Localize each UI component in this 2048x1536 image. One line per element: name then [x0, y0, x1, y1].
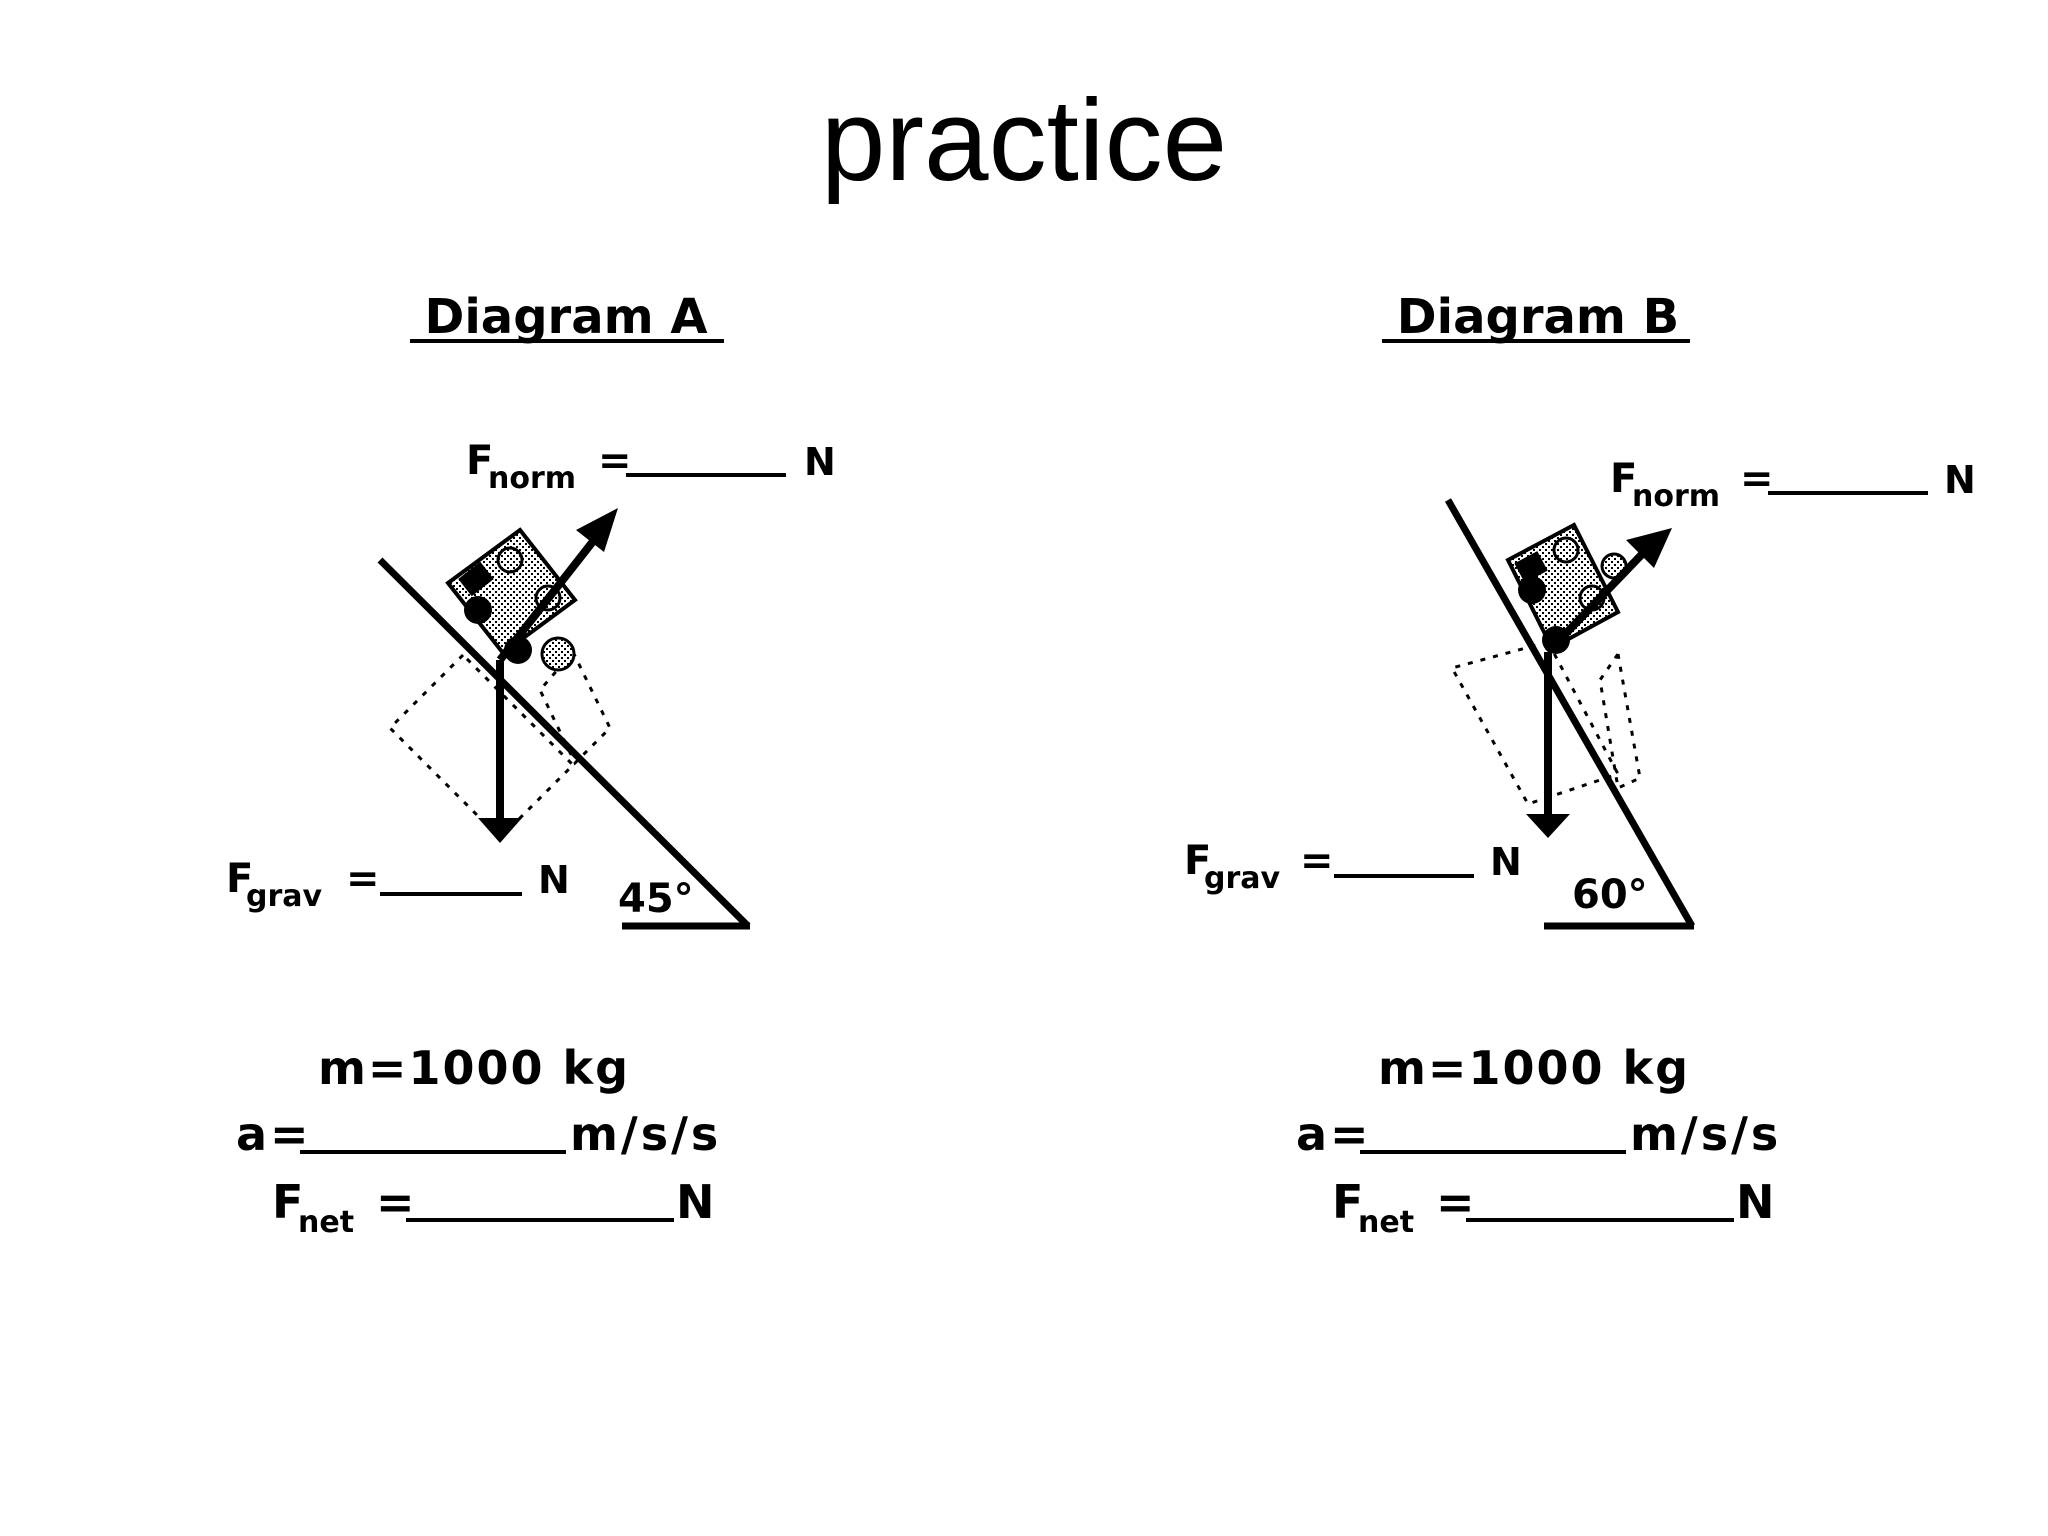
diagram-a-normal-arrow-shaft: [496, 532, 602, 663]
diagram-b-fnorm-f: F: [1610, 456, 1637, 502]
diagram-a-fnet-sub: net: [298, 1205, 354, 1240]
diagram-b-fgrav-unit: N: [1490, 840, 1522, 884]
diagram-b-fnet-sub: net: [1358, 1205, 1414, 1240]
diagram-a-fnorm-eq: =: [598, 438, 632, 484]
diagram-a-fnet-unit: N: [676, 1175, 718, 1229]
diagram-a-component-box-side: [538, 649, 612, 766]
diagram-a-fnorm-sub: norm: [488, 461, 576, 496]
diagram-b-accel-label: a=: [1296, 1107, 1372, 1161]
diagram-a-fgrav-eq: =: [346, 856, 380, 902]
diagram-a-accel-unit: m/s/s: [570, 1107, 721, 1161]
diagram-b-fnet-f: F: [1332, 1175, 1366, 1229]
diagram-a-mass: m=1000 kg: [318, 1041, 630, 1095]
diagram-a-fgrav-f: F: [226, 856, 253, 902]
diagram-a: Diagram A F norm = N F gr: [226, 289, 836, 1240]
diagram-a-fnorm-f: F: [466, 438, 493, 484]
diagram-b-normal-arrowhead: [1626, 528, 1672, 568]
diagram-b-fgrav-eq: =: [1300, 838, 1334, 884]
diagram-a-normal-arrowhead: [576, 508, 618, 552]
diagram-a-cart: [445, 527, 578, 672]
diagram-a-accel-label: a=: [236, 1107, 312, 1161]
diagram-b-incline: [1444, 498, 1696, 928]
diagram-a-fgrav-unit: N: [538, 858, 570, 902]
diagram-a-heading: Diagram A: [425, 289, 708, 345]
slide-title: practice: [821, 75, 1227, 205]
diagram-b-component-box: [1449, 640, 1621, 806]
diagram-a-angle-label: 45°: [618, 876, 694, 922]
diagram-b-normal-arrow-shaft: [1545, 545, 1651, 655]
diagram-a-gravity-arrowhead: [478, 818, 522, 843]
diagram-b-component-box-side: [1598, 650, 1642, 791]
diagram-b-mass: m=1000 kg: [1378, 1041, 1690, 1095]
diagram-b-fnorm-eq: =: [1740, 456, 1774, 502]
diagram-a-fnorm-unit: N: [804, 440, 836, 484]
diagram-b-accel-unit: m/s/s: [1630, 1107, 1781, 1161]
diagram-b-fgrav-f: F: [1184, 838, 1211, 884]
diagram-b: Diagram B F norm = N F gr: [1184, 289, 1976, 1240]
diagram-b-fnet-unit: N: [1736, 1175, 1778, 1229]
diagram-a-fnet-f: F: [272, 1175, 306, 1229]
diagram-b-fgrav-sub: grav: [1204, 861, 1281, 896]
diagram-a-fgrav-sub: grav: [246, 879, 323, 914]
diagram-b-angle-label: 60°: [1572, 872, 1648, 918]
diagram-b-gravity-arrowhead: [1526, 814, 1570, 838]
diagram-b-fnorm-unit: N: [1944, 458, 1976, 502]
diagram-a-component-box: [387, 652, 576, 841]
diagram-b-heading: Diagram B: [1397, 289, 1679, 345]
diagram-b-fnorm-sub: norm: [1632, 479, 1720, 514]
